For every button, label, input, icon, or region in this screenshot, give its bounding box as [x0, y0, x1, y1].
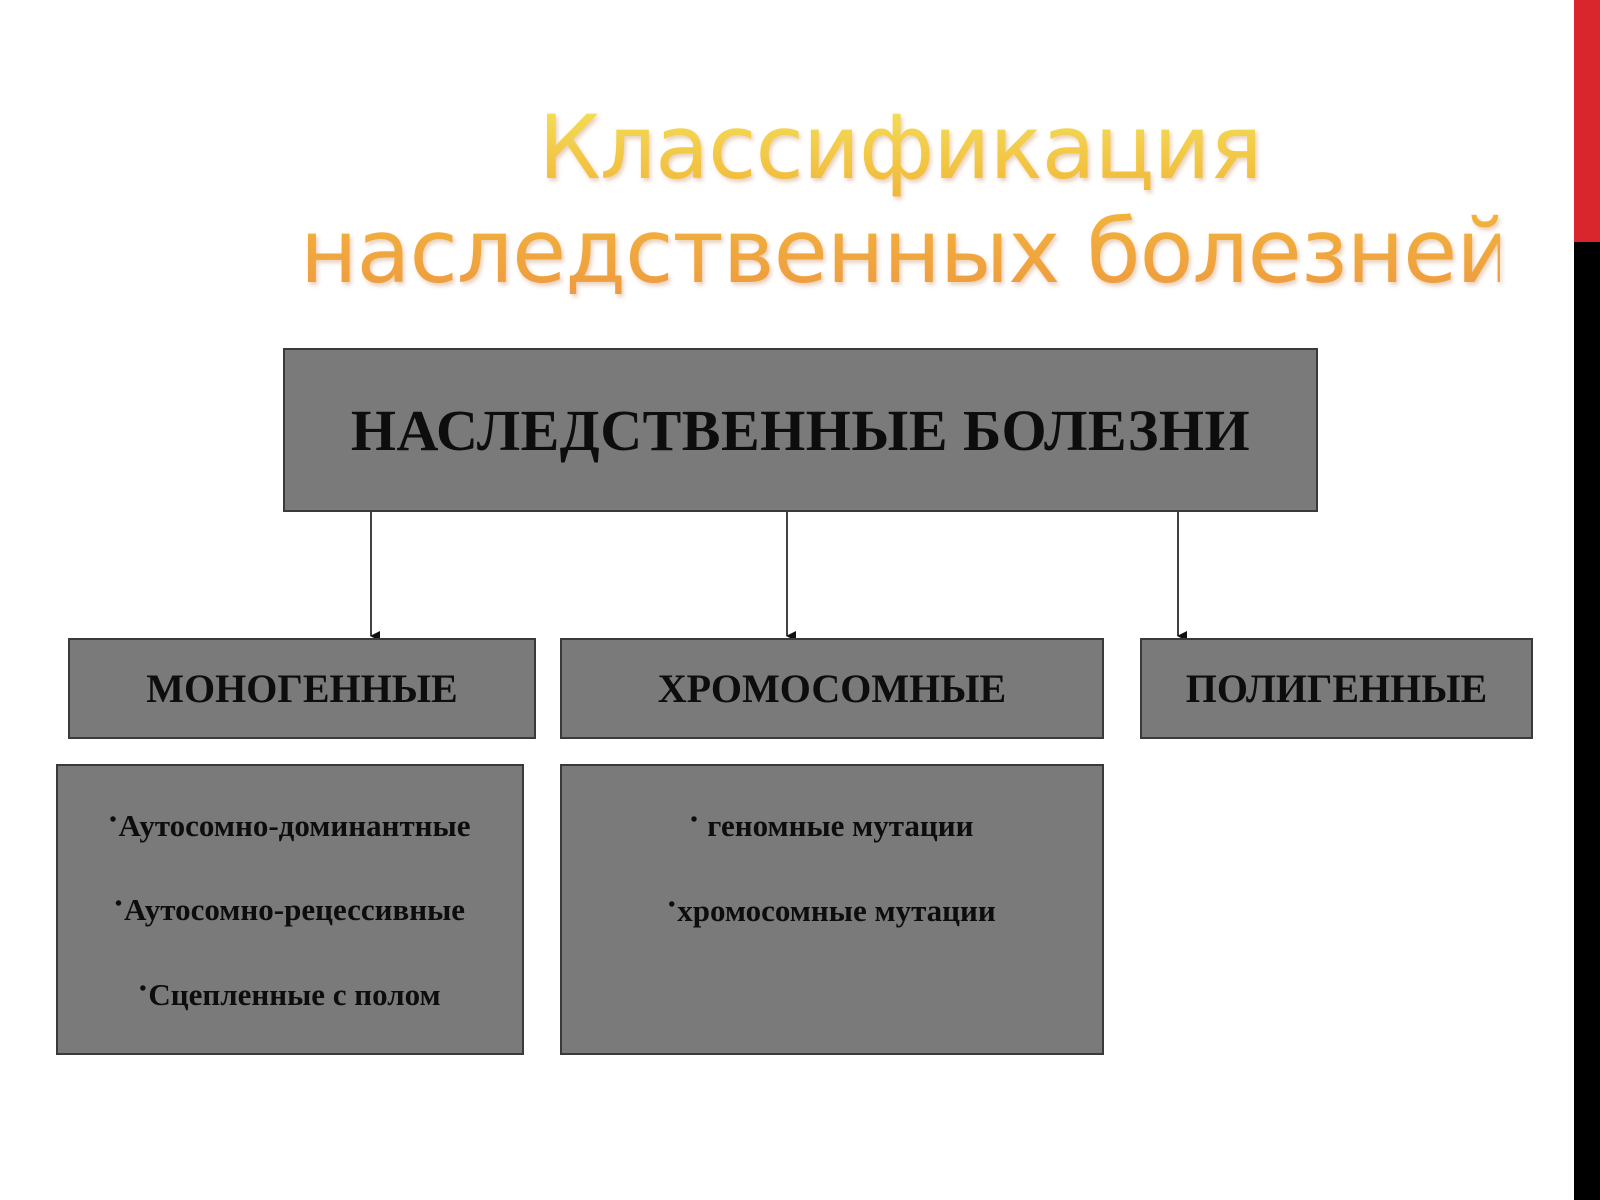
category-label-polygenic: ПОЛИГЕННЫЕ: [1185, 666, 1488, 711]
slide-title-line-1: Классификация: [538, 96, 1262, 199]
list-item: •хромосомные мутации: [668, 885, 996, 970]
list-item: •Аутосомно-доминантные: [110, 800, 471, 884]
monogenic-subtypes-list: •Аутосомно-доминантные •Аутосомно-рецесс…: [56, 764, 524, 1055]
bullet-glyph: •: [109, 809, 117, 831]
side-accent-black-bar: [1574, 242, 1600, 1200]
bullet-glyph: •: [690, 809, 698, 831]
chromosomal-subtypes-list: • геномные мутации •хромосомные мутации: [560, 764, 1104, 1055]
bullet-glyph: •: [114, 893, 122, 916]
list-item-text: хромосомные мутации: [677, 893, 996, 928]
root-node-label: НАСЛЕДСТВЕННЫЕ БОЛЕЗНИ: [350, 397, 1251, 463]
bullet-glyph: •: [668, 894, 676, 916]
category-label-chromosomal: ХРОМОСОМНЫЕ: [657, 666, 1007, 711]
category-node-monogenic: МОНОГЕННЫЕ: [68, 638, 536, 739]
list-item-text: Аутосомно-доминантные: [118, 808, 471, 843]
side-accent-red-bar: [1574, 0, 1600, 242]
list-item-text: Аутосомно-рецессивные: [123, 892, 466, 928]
slide-title: Классификация наследственных болезней: [300, 96, 1500, 304]
list-item: •Сцепленные с полом: [139, 969, 440, 1053]
slide-title-line-2: наследственных болезней: [300, 200, 1513, 303]
category-node-polygenic: ПОЛИГЕННЫЕ: [1140, 638, 1533, 739]
list-item: •Аутосомно-рецессивные: [115, 884, 465, 968]
list-item-text: геномные мутации: [699, 808, 974, 843]
root-node-hereditary-diseases: НАСЛЕДСТВЕННЫЕ БОЛЕЗНИ: [283, 348, 1318, 512]
list-item-text: Сцепленные с полом: [148, 976, 441, 1012]
bullet-glyph: •: [139, 977, 147, 1000]
category-label-monogenic: МОНОГЕННЫЕ: [146, 666, 458, 711]
list-item: • геномные мутации: [691, 800, 974, 885]
category-node-chromosomal: ХРОМОСОМНЫЕ: [560, 638, 1104, 739]
